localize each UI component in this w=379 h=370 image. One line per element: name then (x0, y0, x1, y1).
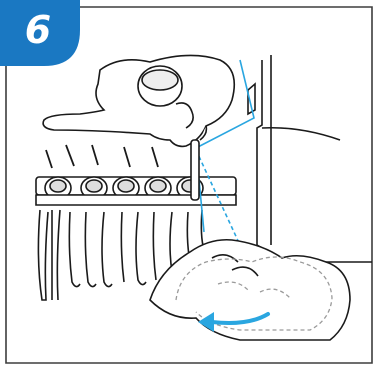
step-number: 6 (0, 6, 76, 54)
machine-housing (248, 55, 372, 262)
upper-thread-guides (46, 145, 194, 168)
tension-knob-row (36, 177, 236, 205)
thread-eyelet (191, 140, 199, 200)
step-badge: 6 (0, 0, 80, 66)
lower-hand (150, 240, 350, 340)
upper-hand (43, 55, 234, 146)
